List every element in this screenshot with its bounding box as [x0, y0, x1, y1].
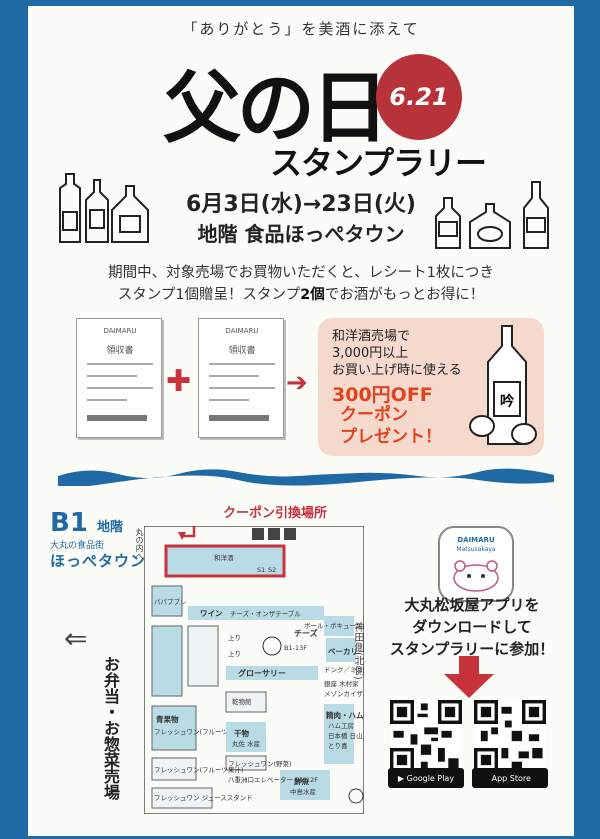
receipt-brand: DAIMARU: [225, 327, 259, 335]
svg-text:和洋酒: 和洋酒: [214, 553, 234, 562]
flyer-page: 「ありがとう」を美酒に添えて 父の日 6.21 スタンプラリー 6月3日(水)→…: [28, 6, 574, 836]
svg-text:フレッシュワン(野菜): フレッシュワン(野菜): [228, 759, 292, 768]
svg-text:S1: S1: [257, 566, 265, 574]
svg-text:鮮魚: 鮮魚: [294, 776, 309, 786]
svg-text:ドンク／ミニワン: ドンク／ミニワン: [324, 666, 364, 674]
svg-text:ベーカリー: ベーカリー: [328, 647, 364, 656]
coupon-box: 和洋酒売場で 3,000円以上 お買い上げ時に使える 300円OFF クーポン …: [318, 318, 544, 456]
svg-text:フレッシュワン(フルーツ): フレッシュワン(フルーツ): [154, 728, 230, 736]
event-date-range: 6月3日(水)→23日(火): [186, 192, 416, 217]
receipt-header: 領収書: [106, 346, 134, 356]
app-icon[interactable]: DAIMARU Matsuzakaya: [438, 526, 514, 602]
svg-text:吟: 吟: [500, 393, 515, 410]
event-venue: 地階 食品ほっぺタウン: [197, 222, 405, 246]
svg-text:青果物: 青果物: [156, 714, 179, 724]
plus-icon: ✚: [166, 364, 192, 399]
floor-subtitle: 大丸の食品街: [50, 541, 105, 551]
svg-text:パパブブレ: パパブブレ: [154, 597, 187, 606]
svg-text:フレッシュワン(フルーツ果汁): フレッシュワン(フルーツ果汁): [154, 765, 243, 774]
receipt-2: DAIMARU 領収書: [198, 318, 284, 438]
svg-text:S2: S2: [268, 566, 276, 574]
svg-text:ハム工房: ハム工房: [328, 721, 354, 730]
floor-map: 和洋酒 S1 S2 パパブブレ ワイン チーズ・オンザテーブル ボール・ボキュー…: [144, 526, 364, 814]
coupon-present: クーポン プレゼント！: [340, 405, 442, 447]
bottles-left-illustration: [59, 173, 149, 243]
svg-text:メゾンカイザー: メゾンカイザー: [324, 690, 364, 698]
svg-text:干物: 干物: [234, 728, 249, 738]
svg-text:精肉・ハム: 精肉・ハム: [326, 710, 364, 720]
svg-text:銀座 木村家: 銀座 木村家: [324, 679, 359, 688]
svg-text:ワイン: ワイン: [200, 609, 223, 618]
tagline: 「ありがとう」を美酒に添えて: [182, 20, 420, 38]
svg-text:チーズ: チーズ: [294, 628, 318, 638]
svg-text:丸佐 水産: 丸佐 水産: [232, 739, 261, 748]
bear-icon: [453, 560, 499, 592]
svg-text:フレッシュワン ジューススタンド: フレッシュワン ジューススタンド: [154, 793, 253, 802]
intro-text: 期間中、対象売場でお買物いただくと、レシート1枚につき スタンプ1個贈呈！スタン…: [28, 262, 574, 306]
svg-text:八重洲口エレベーター B1-12F: 八重洲口エレベーター B1-12F: [228, 775, 318, 784]
svg-text:チーズ・オンザテーブル: チーズ・オンザテーブル: [230, 609, 301, 618]
bento-area-label: お弁当・お惣菜売場: [101, 656, 120, 800]
sake-bottle-illustration: 吟: [469, 325, 537, 445]
receipt-header: 領収書: [228, 346, 256, 356]
svg-text:乾物館: 乾物館: [232, 697, 252, 706]
qr-code-app-store[interactable]: [474, 700, 546, 772]
svg-text:上り: 上り: [228, 649, 241, 658]
intro-highlight: 2個: [300, 287, 325, 303]
entrance-note: 丸の内へ: [135, 528, 144, 560]
svg-text:上り: 上り: [228, 633, 241, 642]
date-badge: 6.21: [376, 54, 462, 140]
app-download-text: 大丸松坂屋アプリを ダウンロードして スタンプラリーに参加！: [389, 596, 555, 658]
arrow-right-icon: ➔: [286, 368, 308, 398]
app-store-button[interactable]: App Store: [472, 768, 548, 788]
down-arrow-icon: [444, 656, 494, 698]
floor-name: ほっぺタウン: [50, 552, 147, 570]
google-play-button[interactable]: ▶ Google Play: [388, 768, 464, 788]
intro-line-2: スタンプ1個贈呈！スタンプ2個でお酒がもっとお得に！: [117, 287, 485, 303]
floor-level: B1 地階: [50, 508, 123, 538]
receipt-1: DAIMARU 領収書: [76, 318, 162, 438]
receipt-brand: DAIMARU: [103, 327, 137, 335]
bottles-right-illustration: [435, 181, 549, 249]
svg-text:とり喜: とり喜: [328, 741, 348, 750]
svg-text:グローサリー: グローサリー: [238, 668, 286, 678]
coupon-offer: 300円OFF: [332, 384, 433, 406]
svg-text:B1-13F: B1-13F: [284, 644, 307, 652]
title-stamp-rally: スタンプラリー: [270, 144, 487, 182]
title-fathers-day: 父の日: [163, 63, 389, 154]
coupon-conditions: 和洋酒売場で 3,000円以上 お買い上げ時に使える: [332, 329, 462, 378]
coupon-exchange-label: クーポン引換場所: [223, 506, 328, 521]
arrow-left-icon: ⇐: [64, 622, 88, 655]
wave-divider: [58, 468, 554, 486]
svg-text:ボール・ボキューズ: ボール・ボキューズ: [304, 621, 363, 630]
qr-code-google-play[interactable]: [390, 700, 462, 772]
svg-text:日本橋 日山: 日本橋 日山: [328, 731, 363, 740]
kanda-side-label: 神田側(北側): [352, 622, 363, 680]
intro-line-1: 期間中、対象売場でお買物いただくと、レシート1枚につき: [108, 265, 494, 281]
svg-text:中島水産: 中島水産: [290, 787, 317, 796]
